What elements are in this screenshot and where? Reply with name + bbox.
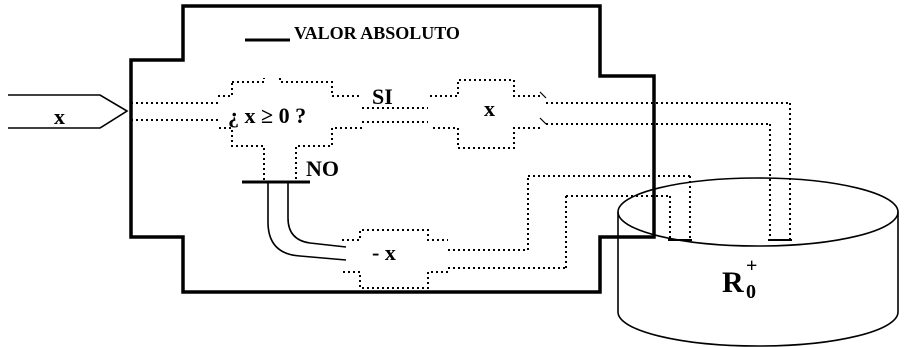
container-subscript: 0 — [746, 281, 756, 303]
container-superscript: + — [746, 255, 757, 277]
no-branch: NO - x — [242, 156, 448, 288]
result-container: R + 0 — [618, 178, 898, 346]
container-label: R — [722, 266, 744, 299]
decision-node: ¿ x ≥ 0 ? — [218, 78, 362, 180]
input-channel — [131, 103, 220, 120]
no-output: - x — [372, 240, 396, 265]
input-label: x — [54, 104, 65, 129]
no-label: NO — [306, 156, 339, 181]
yes-output: x — [484, 96, 495, 121]
decision-condition: ¿ x ≥ 0 ? — [228, 103, 306, 128]
yes-label: SI — [372, 84, 393, 109]
machine-title: VALOR ABSOLUTO — [294, 23, 460, 43]
yes-output-channel — [546, 103, 792, 240]
input-arrow: x — [8, 95, 127, 129]
yes-branch: SI x — [362, 80, 546, 148]
